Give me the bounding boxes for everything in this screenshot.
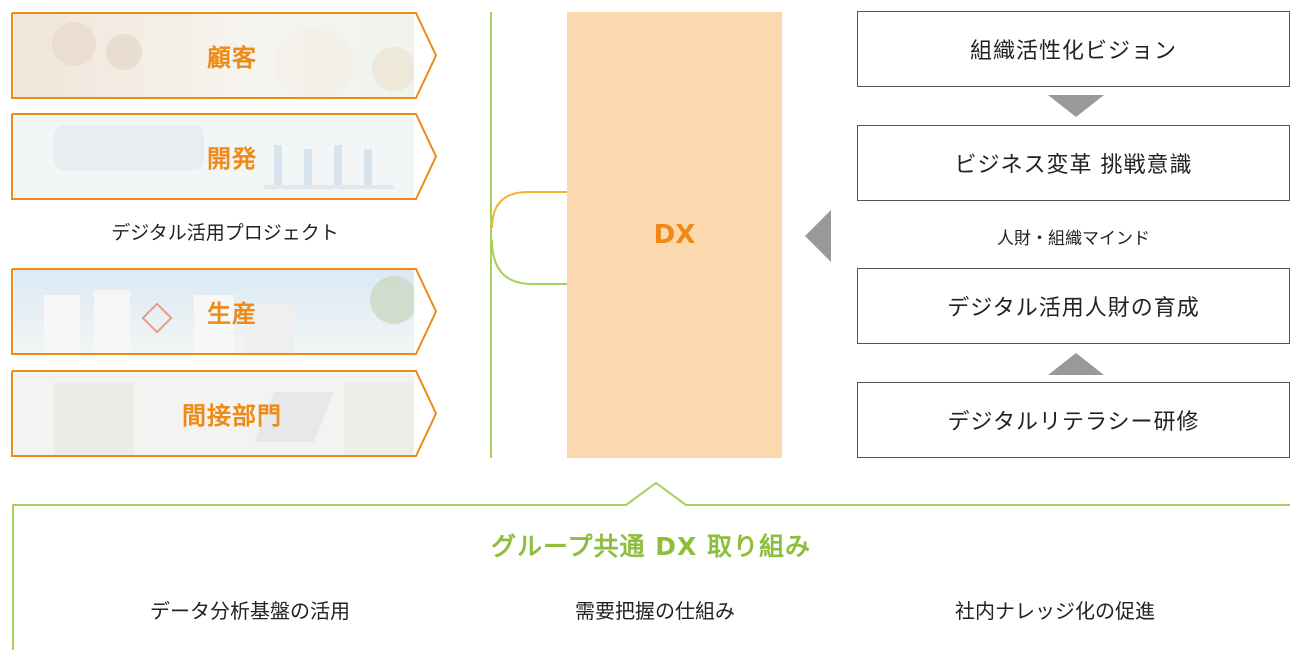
mind-label: 人財・組織マインド	[997, 229, 1150, 249]
card-production: 生産	[11, 268, 438, 355]
connector-line-lower	[491, 239, 600, 285]
indirect-photo	[14, 372, 414, 455]
card-development: 開発	[11, 113, 438, 200]
card-label-customer: 顧客	[207, 44, 257, 72]
bottom-item-knowledge: 社内ナレッジ化の促進	[955, 599, 1155, 623]
card-label-indirect: 間接部門	[182, 402, 282, 430]
connector-line-upper	[491, 191, 600, 229]
card-label-development: 開発	[207, 145, 257, 173]
box-literacy-training: デジタルリテラシー研修	[857, 382, 1290, 458]
box-talent-development-label: デジタル活用人財の育成	[947, 296, 1200, 321]
customer-photo	[14, 14, 414, 97]
chevron-frame	[11, 268, 438, 355]
chevron-frame	[11, 12, 438, 99]
box-business-reform: ビジネス変革 挑戦意識	[857, 125, 1290, 201]
card-customer: 顧客	[11, 12, 438, 99]
triangle-left-icon	[805, 210, 831, 262]
bottom-frame	[12, 481, 1290, 650]
chevron-down-icon	[1048, 95, 1104, 117]
project-label: デジタル活用プロジェクト	[111, 222, 339, 244]
box-vision: 組織活性化ビジョン	[857, 11, 1290, 87]
development-photo	[14, 115, 414, 198]
bottom-item-demand: 需要把握の仕組み	[575, 599, 735, 623]
box-vision-label: 組織活性化ビジョン	[969, 39, 1177, 64]
chevron-frame	[11, 113, 438, 200]
bottom-title: グループ共通 DX 取り組み	[491, 532, 811, 561]
box-literacy-training-label: デジタルリテラシー研修	[947, 410, 1200, 435]
chevron-frame	[11, 370, 438, 457]
card-indirect: 間接部門	[11, 370, 438, 457]
chevron-up-icon	[1048, 353, 1104, 375]
dx-label: DX	[653, 220, 696, 250]
box-talent-development: デジタル活用人財の育成	[857, 268, 1290, 344]
bottom-item-data-analysis: データ分析基盤の活用	[150, 599, 350, 623]
production-photo	[14, 270, 414, 353]
card-label-production: 生産	[207, 300, 257, 328]
box-business-reform-label: ビジネス変革 挑戦意識	[954, 153, 1193, 178]
dx-block: DX	[567, 12, 782, 458]
separator-line	[490, 12, 492, 458]
